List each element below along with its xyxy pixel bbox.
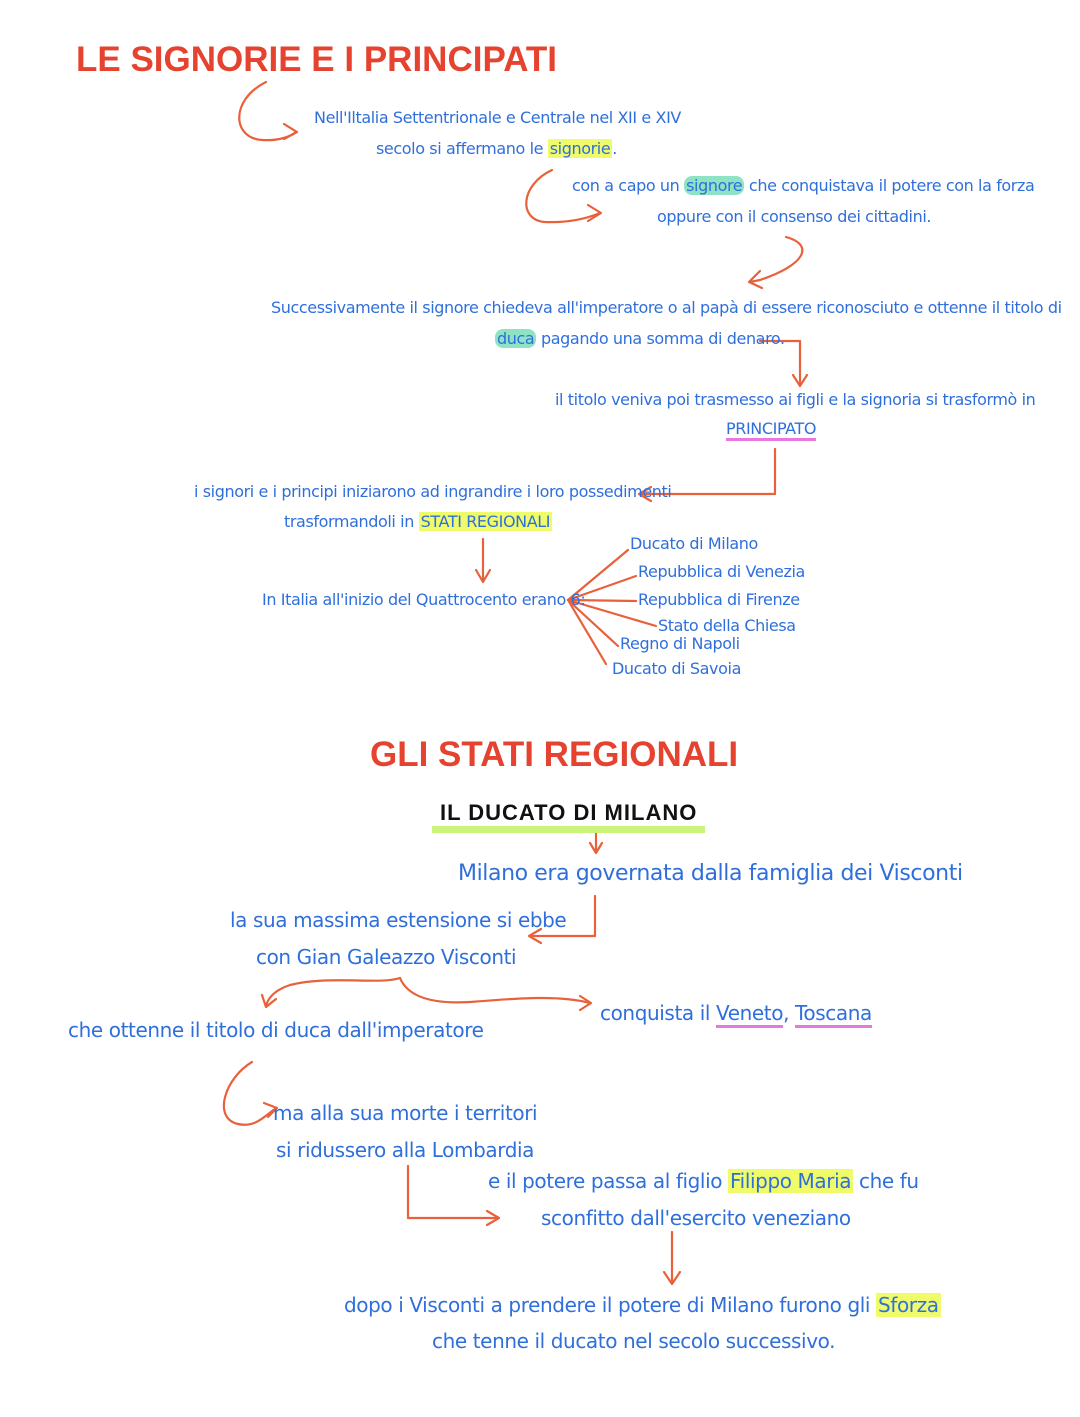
- text-line: oppure con il consenso dei cittadini.: [657, 207, 932, 226]
- elbow-arrow-1: [758, 339, 802, 386]
- curved-arrow-2: [525, 168, 602, 224]
- state-item: Repubblica di Firenze: [638, 590, 800, 609]
- fan-line-3: [566, 598, 638, 603]
- text-line: con a capo un signore che conquistava il…: [572, 176, 1035, 195]
- arrowhead-3: [747, 269, 764, 290]
- arrowhead-11: [262, 1101, 279, 1119]
- arrowhead-13: [662, 1270, 682, 1286]
- text-line: il titolo veniva poi trasmesso ai figli …: [555, 390, 1036, 409]
- text-line: duca pagando una somma di denaro.: [495, 329, 785, 348]
- text-line: Nell'Iltalia Settentrionale e Centrale n…: [314, 108, 681, 127]
- section-title: GLI STATI REGIONALI: [370, 735, 739, 774]
- curved-arrow-4: [222, 1060, 278, 1126]
- text-line: con Gian Galeazzo Visconti: [256, 945, 517, 969]
- text-line: dopo i Visconti a prendere il potere di …: [344, 1293, 941, 1317]
- section-subtitle: IL DUCATO DI MILANO: [432, 800, 706, 833]
- arrowhead-8: [527, 927, 543, 945]
- text-line: ma alla sua morte i territori: [273, 1101, 538, 1125]
- principato-label: PRINCIPATO: [726, 419, 816, 441]
- highlight-signore: signore: [684, 176, 745, 195]
- text-line: conquista il Veneto, Toscana: [600, 1001, 872, 1028]
- state-item: Ducato di Milano: [630, 534, 758, 553]
- state-item: Regno di Napoli: [620, 634, 740, 653]
- text-line: Milano era governata dalla famiglia dei …: [458, 861, 963, 886]
- fan-line-1: [566, 548, 630, 602]
- page-title: LE SIGNORIE E I PRINCIPATI: [76, 40, 557, 79]
- text-line: e il potere passa al figlio Filippo Mari…: [488, 1169, 919, 1193]
- state-item: Stato della Chiesa: [658, 616, 796, 635]
- text-line: i signori e i principi iniziarono ad ing…: [194, 482, 672, 501]
- fan-line-2: [566, 574, 638, 602]
- fan-line-4: [566, 598, 658, 628]
- toscana-label: Toscana: [795, 1001, 872, 1028]
- elbow-arrow-4: [406, 1164, 500, 1220]
- elbow-arrow-2: [638, 447, 777, 496]
- highlight-stati-regionali: STATI REGIONALI: [418, 512, 553, 531]
- veneto-label: Veneto: [715, 1001, 783, 1028]
- text-line: In Italia all'inizio del Quattrocento er…: [262, 590, 586, 609]
- text-line: si ridussero alla Lombardia: [276, 1138, 535, 1162]
- fan-line-5: [566, 598, 620, 648]
- text-line: sconfitto dall'esercito veneziano: [541, 1206, 851, 1230]
- highlight-filippo-maria: Filippo Maria: [728, 1169, 854, 1193]
- arrowhead-4: [791, 373, 809, 388]
- text-line: che ottenne il titolo di duca dall'imper…: [68, 1018, 484, 1042]
- text-line: secolo si affermano le signorie.: [376, 139, 617, 158]
- elbow-arrow-3: [528, 894, 597, 938]
- highlight-signorie: signorie: [547, 139, 613, 158]
- curved-arrow-3: [748, 235, 804, 284]
- text-line: che tenne il ducato nel secolo successiv…: [432, 1329, 836, 1353]
- arrowhead-7: [588, 841, 604, 855]
- highlight-duca: duca: [495, 329, 537, 348]
- arrowhead-10: [578, 994, 593, 1012]
- split-curve-right: [398, 976, 592, 1005]
- arrowhead-12: [485, 1209, 501, 1227]
- state-item: Ducato di Savoia: [612, 659, 741, 678]
- arrowhead-2: [586, 203, 603, 223]
- text-line: trasformandoli in STATI REGIONALI: [284, 512, 553, 531]
- arrowhead-5: [637, 485, 653, 503]
- state-item: Repubblica di Venezia: [638, 562, 805, 581]
- highlight-sforza: Sforza: [876, 1293, 941, 1317]
- arrowhead-1: [282, 122, 299, 141]
- arrowhead-9: [260, 993, 278, 1009]
- split-curve-left: [264, 976, 402, 1008]
- text-line: la sua massima estensione si ebbe: [230, 908, 567, 932]
- text-line: Successivamente il signore chiedeva all'…: [271, 298, 1062, 317]
- curved-arrow-1: [238, 80, 298, 142]
- fan-line-6: [566, 598, 608, 666]
- arrowhead-6: [474, 568, 492, 584]
